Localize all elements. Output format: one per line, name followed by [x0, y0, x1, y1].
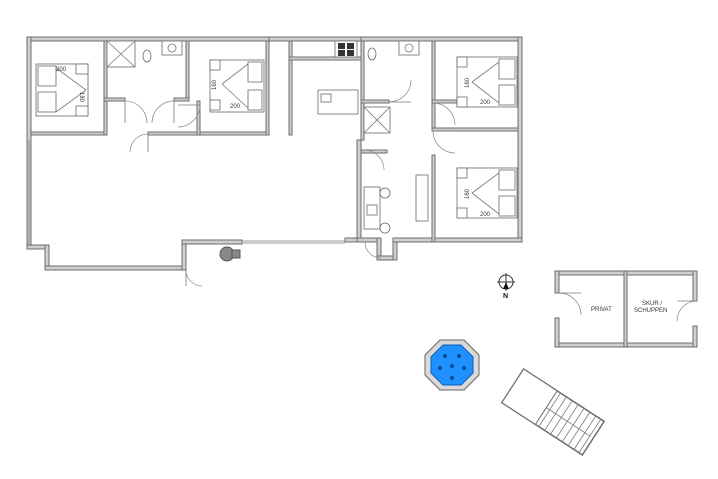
bedroom-3: 200 160	[456, 56, 518, 108]
bed-1-width: 180	[78, 92, 84, 103]
bed-2-width: 160	[212, 79, 218, 90]
house-outer-walls	[26, 36, 523, 271]
bed-3-length: 200	[480, 100, 491, 106]
annex-room-skur: SKUR /	[642, 301, 662, 307]
bed-3-width: 160	[465, 77, 471, 88]
bedroom-1: 200 180	[35, 63, 89, 117]
north-label: N	[503, 293, 508, 300]
kitchen-sink	[320, 93, 332, 103]
dryer	[379, 222, 391, 234]
bed-1-length: 200	[56, 67, 67, 73]
bed-2-length: 200	[230, 104, 241, 110]
door-swings	[124, 79, 456, 287]
sink-2	[398, 40, 420, 56]
bathroom-1	[106, 40, 183, 68]
north-compass: N	[497, 273, 515, 300]
kitchen	[317, 40, 359, 115]
washer	[379, 187, 391, 199]
annex-room-privat: PRIVAT	[591, 307, 612, 313]
annex-building: PRIVAT SKUR / SCHUPPEN	[554, 270, 698, 348]
outdoor-stairs	[500, 368, 606, 456]
house-interior-walls	[30, 40, 519, 243]
utility-sink	[366, 204, 378, 216]
toilet-2	[367, 47, 377, 61]
wood-stove	[219, 246, 241, 262]
utility-room	[363, 174, 429, 234]
sink-1	[161, 40, 183, 56]
bedroom-4: 200 160	[456, 167, 518, 219]
annex-room-schuppen: SCHUPPEN	[634, 308, 667, 314]
bed-4-width: 160	[465, 188, 471, 199]
bedroom-2: 200 160	[209, 59, 265, 113]
bed-4-length: 200	[480, 212, 491, 218]
toilet-1	[142, 49, 152, 63]
wardrobe	[415, 174, 429, 222]
hot-tub	[424, 339, 480, 391]
bathroom-2	[363, 40, 420, 134]
